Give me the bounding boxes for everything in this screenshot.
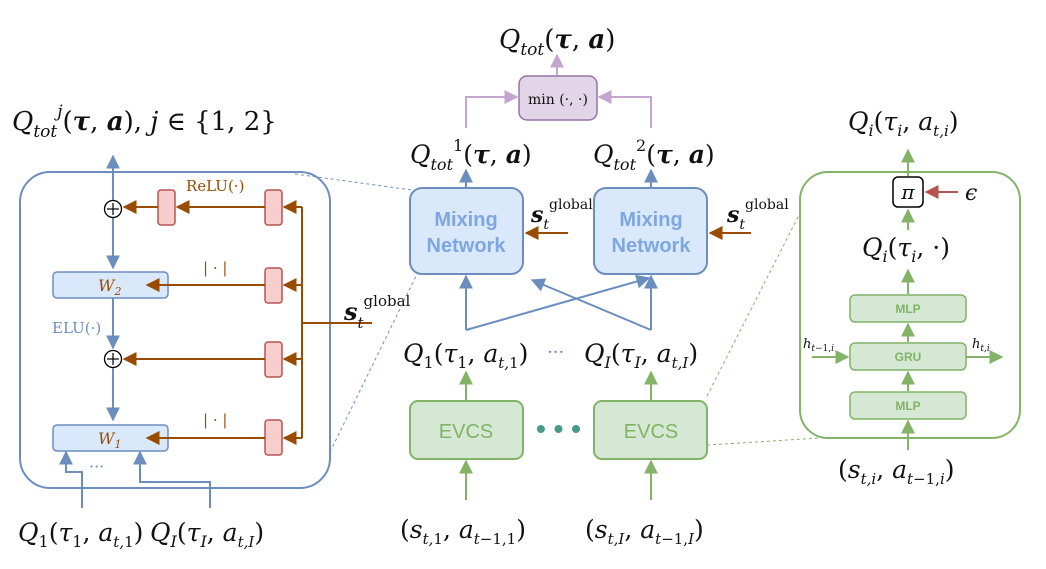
sum-node-top bbox=[103, 199, 123, 219]
center-pipeline: Qtot(τ, a) min (·, ·) Qtot1(τ, a) Qtot2(… bbox=[400, 25, 789, 548]
pi-label: π bbox=[900, 180, 915, 204]
hyper-box-2 bbox=[264, 267, 283, 304]
svg-text:GRU: GRU bbox=[895, 350, 922, 364]
svg-text:Network: Network bbox=[612, 235, 692, 257]
q1-label-left: Q1(τ1, at,1) bbox=[18, 518, 143, 551]
svg-text:MLP: MLP bbox=[895, 302, 920, 316]
svg-text:Network: Network bbox=[427, 235, 507, 257]
relu-label: ReLU(·) bbox=[186, 177, 244, 195]
agent-network-detail: Qi(τi, at,i) π ϵ Qi(τi, ·) MLP GRU ht−1,… bbox=[799, 107, 1021, 488]
svg-text:EVCS: EVCS bbox=[624, 421, 678, 443]
sum-node-bottom bbox=[103, 349, 123, 369]
mixing-network-detail: Qtotj(τ, a), j ∈ {1, 2} W2 W1 ELU(·) bbox=[12, 102, 411, 551]
hyper-box-4 bbox=[264, 419, 283, 456]
input-1-label: (st,1, at−1,1) bbox=[400, 515, 526, 548]
input-I-label: (st,I, at−1,I) bbox=[585, 515, 704, 548]
epsilon-label: ϵ bbox=[965, 181, 977, 206]
s-global-label-mix1: stglobal bbox=[530, 197, 593, 233]
qI-label-left: QI(τI, at,I) bbox=[150, 518, 264, 551]
q-tot-j-label: Qtotj(τ, a), j ∈ {1, 2} bbox=[12, 102, 277, 142]
svg-text:Mixing: Mixing bbox=[619, 209, 682, 231]
input-dots-left: ··· bbox=[89, 457, 104, 476]
s-global-label-left: stglobal bbox=[343, 292, 411, 332]
q-i-output-label: Qi(τi, at,i) bbox=[848, 107, 959, 140]
abs-label-bottom: | · | bbox=[203, 411, 227, 429]
h-prev-label: ht−1,i bbox=[803, 337, 834, 354]
min-operator-box bbox=[518, 75, 598, 121]
elu-label: ELU(·) bbox=[52, 319, 101, 337]
agent-panel-frame bbox=[799, 171, 1021, 439]
abs-label-top: | · | bbox=[203, 259, 227, 277]
s-global-label-mix2: stglobal bbox=[726, 197, 789, 233]
qI-label-center: QI(τI, at,I) bbox=[584, 339, 698, 372]
q-i-all-label: Qi(τi, ·) bbox=[862, 233, 950, 266]
q1-label-center: Q1(τ1, at,1) bbox=[403, 339, 528, 372]
svg-text:MLP: MLP bbox=[895, 399, 920, 413]
svg-text:EVCS: EVCS bbox=[439, 421, 493, 443]
policy-box bbox=[892, 176, 924, 208]
q-tot-1-label: Qtot1(τ, a) bbox=[410, 136, 532, 174]
evcs-agent-I bbox=[593, 400, 708, 460]
detail-panel-frame bbox=[19, 171, 331, 489]
relu-hyper-box-a bbox=[157, 189, 176, 226]
evcs-agent-1 bbox=[409, 400, 524, 460]
q-tot-output-label: Qtot(τ, a) bbox=[499, 25, 615, 60]
evcs-dots: • • • bbox=[536, 413, 581, 444]
q-tot-2-label: Qtot2(τ, a) bbox=[593, 136, 715, 174]
agent-dots-center: ··· bbox=[547, 342, 564, 363]
mlp-top-box bbox=[849, 294, 967, 323]
mixing-network-1 bbox=[409, 187, 524, 275]
min-operator-label: min (·, ·) bbox=[528, 92, 588, 108]
hyper-box-1 bbox=[264, 189, 283, 226]
svg-text:Mixing: Mixing bbox=[434, 209, 497, 231]
mixing-network-2 bbox=[593, 187, 708, 275]
h-next-label: ht,i bbox=[972, 337, 990, 354]
input-i-label: (st,i, at−1,i) bbox=[838, 455, 955, 488]
mlp-bottom-box bbox=[849, 391, 967, 420]
hyper-box-3 bbox=[264, 341, 283, 378]
